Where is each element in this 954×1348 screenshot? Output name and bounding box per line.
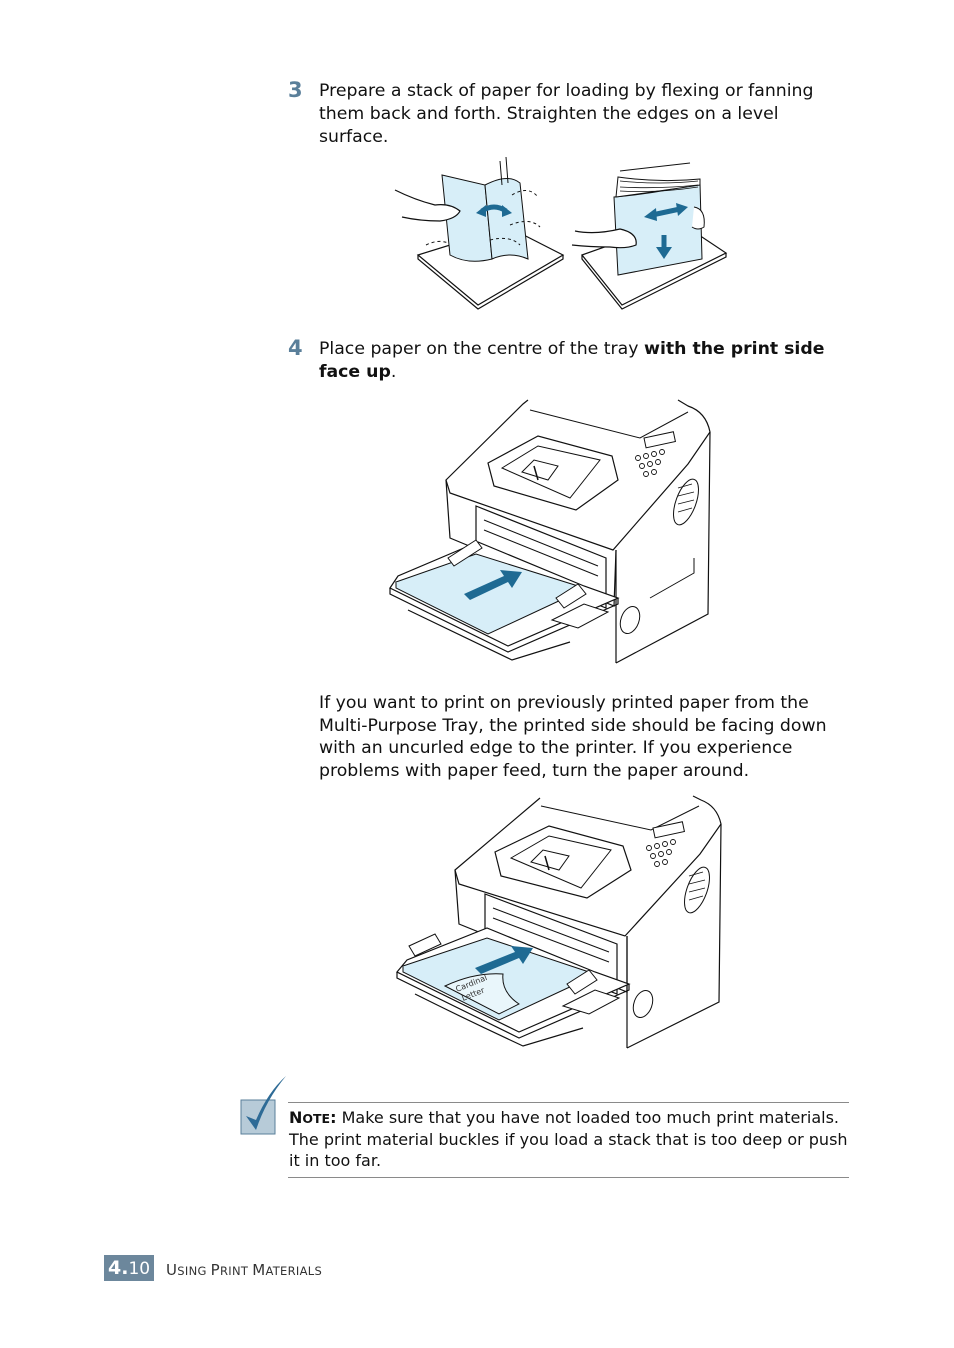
footer-chapter-title: USING PRINT MATERIALS xyxy=(166,1261,323,1279)
note-body: Make sure that you have not loaded too m… xyxy=(289,1108,848,1170)
printed-paper-paragraph: If you want to print on previously print… xyxy=(319,693,827,781)
step-4-text-end: . xyxy=(390,362,397,382)
note-label: NOTE: xyxy=(289,1108,337,1127)
step-4-number: 4 xyxy=(288,336,303,360)
note-text: NOTE: Make sure that you have not loaded… xyxy=(289,1107,849,1171)
step-4-text-normal: Place paper on the centre of the tray xyxy=(319,339,644,359)
note-checkmark-icon xyxy=(240,1076,286,1135)
step-4-text: Place paper on the centre of the tray wi… xyxy=(319,338,849,384)
step-3-number: 3 xyxy=(288,78,303,102)
paper-flexing-illustration xyxy=(394,156,728,310)
footer-page-number: 4.10 xyxy=(104,1255,155,1281)
note-top-rule xyxy=(288,1102,849,1103)
printer-tray-loading-illustration xyxy=(389,399,711,664)
step-3-text: Prepare a stack of paper for loading by … xyxy=(319,81,814,147)
printer-preprinted-paper-illustration: Cardinal Letter xyxy=(396,795,722,1049)
step-4-text-bold: with the print side face up xyxy=(319,339,825,382)
note-bottom-rule xyxy=(288,1177,849,1178)
